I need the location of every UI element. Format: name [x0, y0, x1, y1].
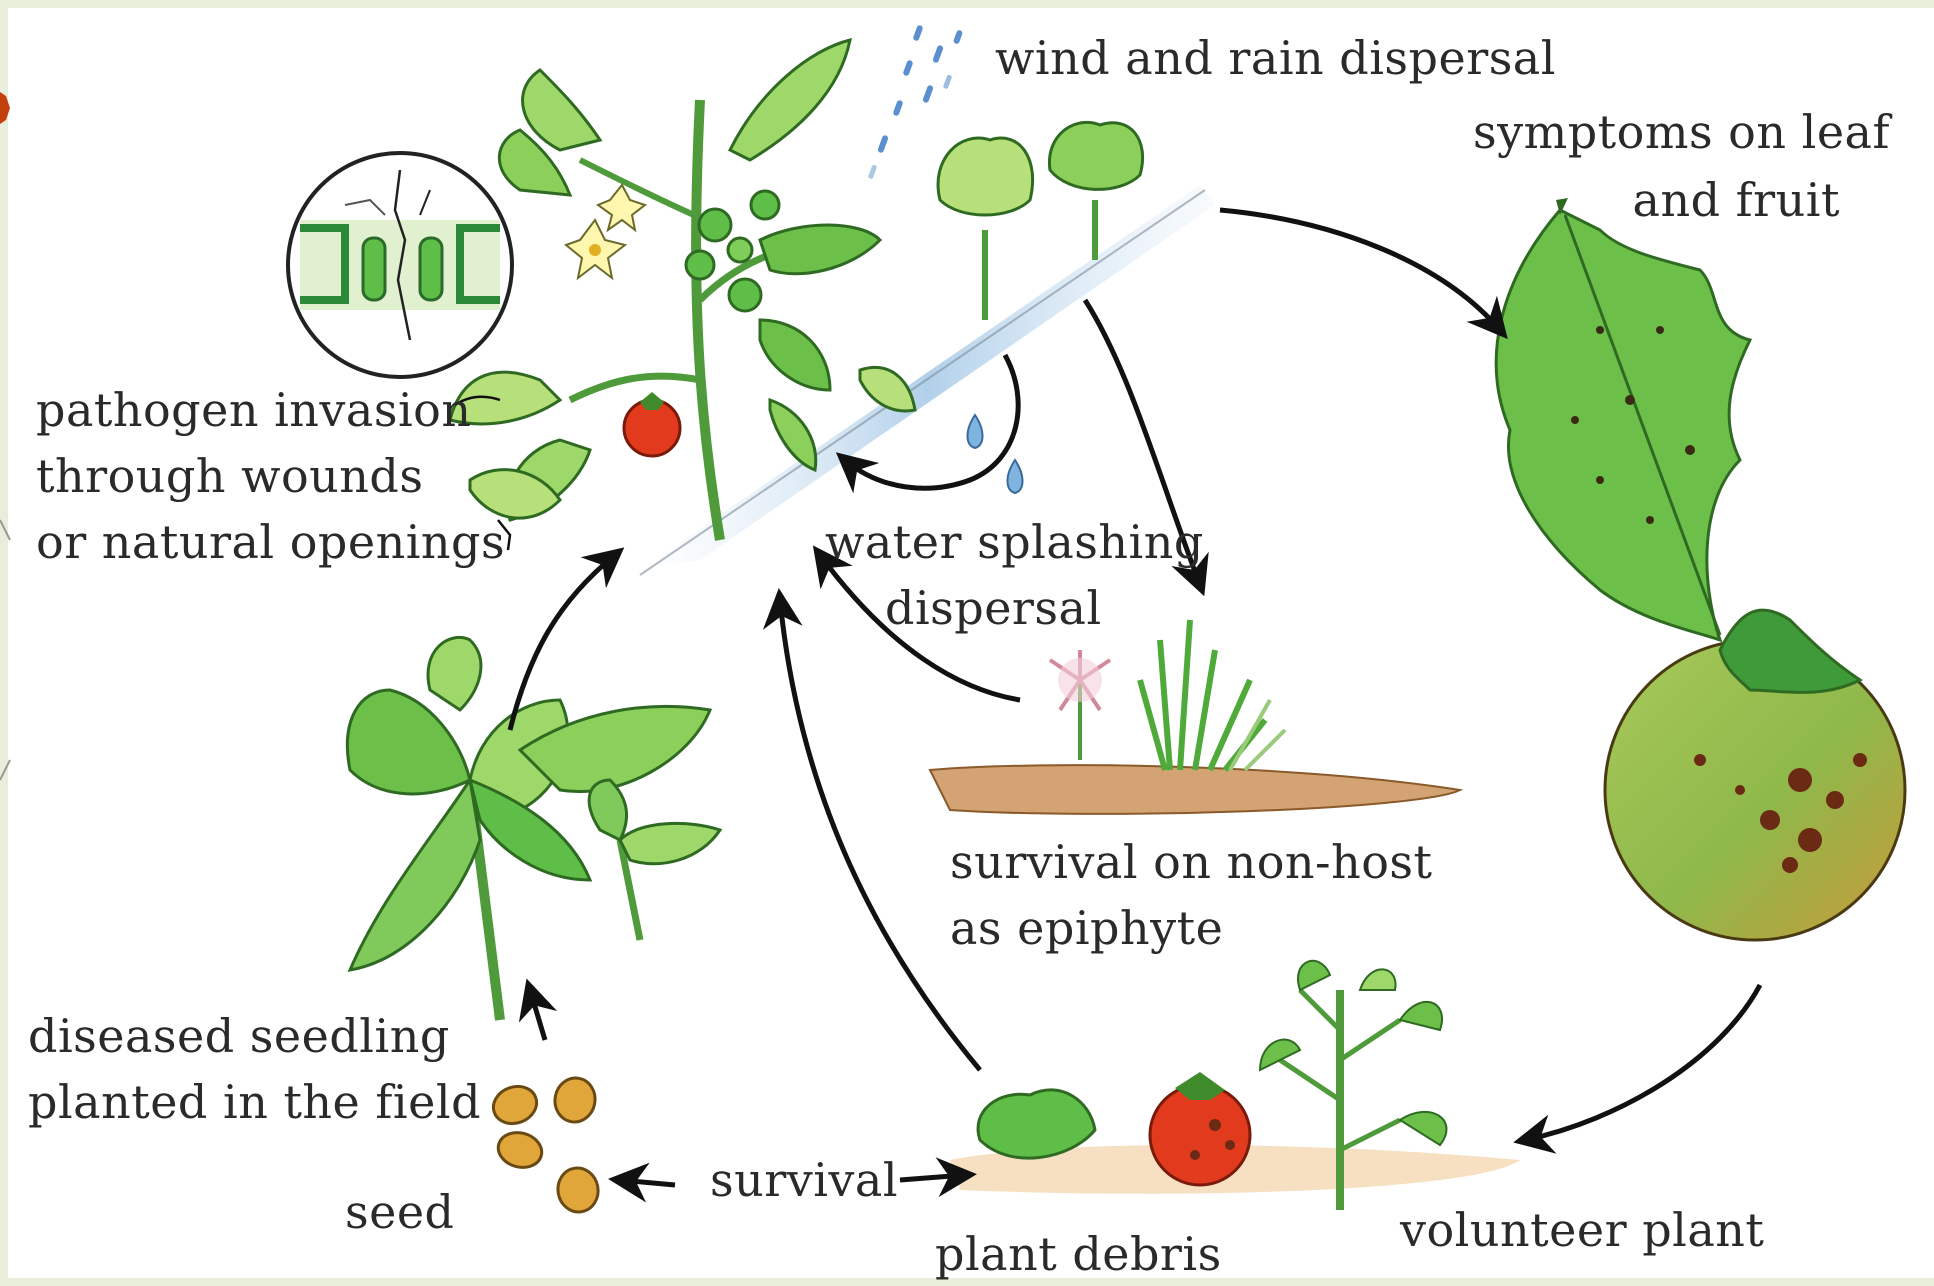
label-water-splashing-line2: dispersal	[885, 576, 1102, 640]
label-pathogen-line2: through wounds	[36, 444, 424, 508]
label-non-host-line1: survival on non-host	[950, 830, 1433, 894]
stomata-inset-icon	[288, 153, 512, 377]
label-symptoms-line1: symptoms on leaf	[1470, 100, 1890, 164]
label-seedling-line1: diseased seedling	[28, 1004, 450, 1068]
border-marker	[0, 92, 10, 780]
diseased-fruit	[1605, 610, 1905, 940]
label-pathogen-line1: pathogen invasion	[36, 378, 471, 442]
label-pathogen-line3: or natural openings	[36, 510, 505, 574]
label-seed: seed	[345, 1180, 455, 1244]
label-seedling-line2: planted in the field	[28, 1070, 481, 1134]
diseased-seedling	[347, 637, 720, 1020]
label-plant-debris: plant debris	[935, 1222, 1222, 1286]
label-volunteer-plant: volunteer plant	[1400, 1198, 1764, 1262]
small-plants-on-slope	[938, 122, 1143, 320]
label-wind-rain-dispersal: wind and rain dispersal	[995, 26, 1556, 90]
seeds	[488, 1075, 601, 1215]
label-water-splashing-line1: water splashing	[825, 510, 1204, 574]
label-survival: survival	[710, 1148, 898, 1212]
plant-debris-and-volunteer	[950, 961, 1520, 1210]
diseased-leaf	[1496, 198, 1750, 640]
non-host-plants	[930, 620, 1460, 814]
label-non-host-line2: as epiphyte	[950, 896, 1223, 960]
label-symptoms-line2: and fruit	[1470, 168, 1840, 232]
tomato-plant-main	[450, 40, 915, 540]
